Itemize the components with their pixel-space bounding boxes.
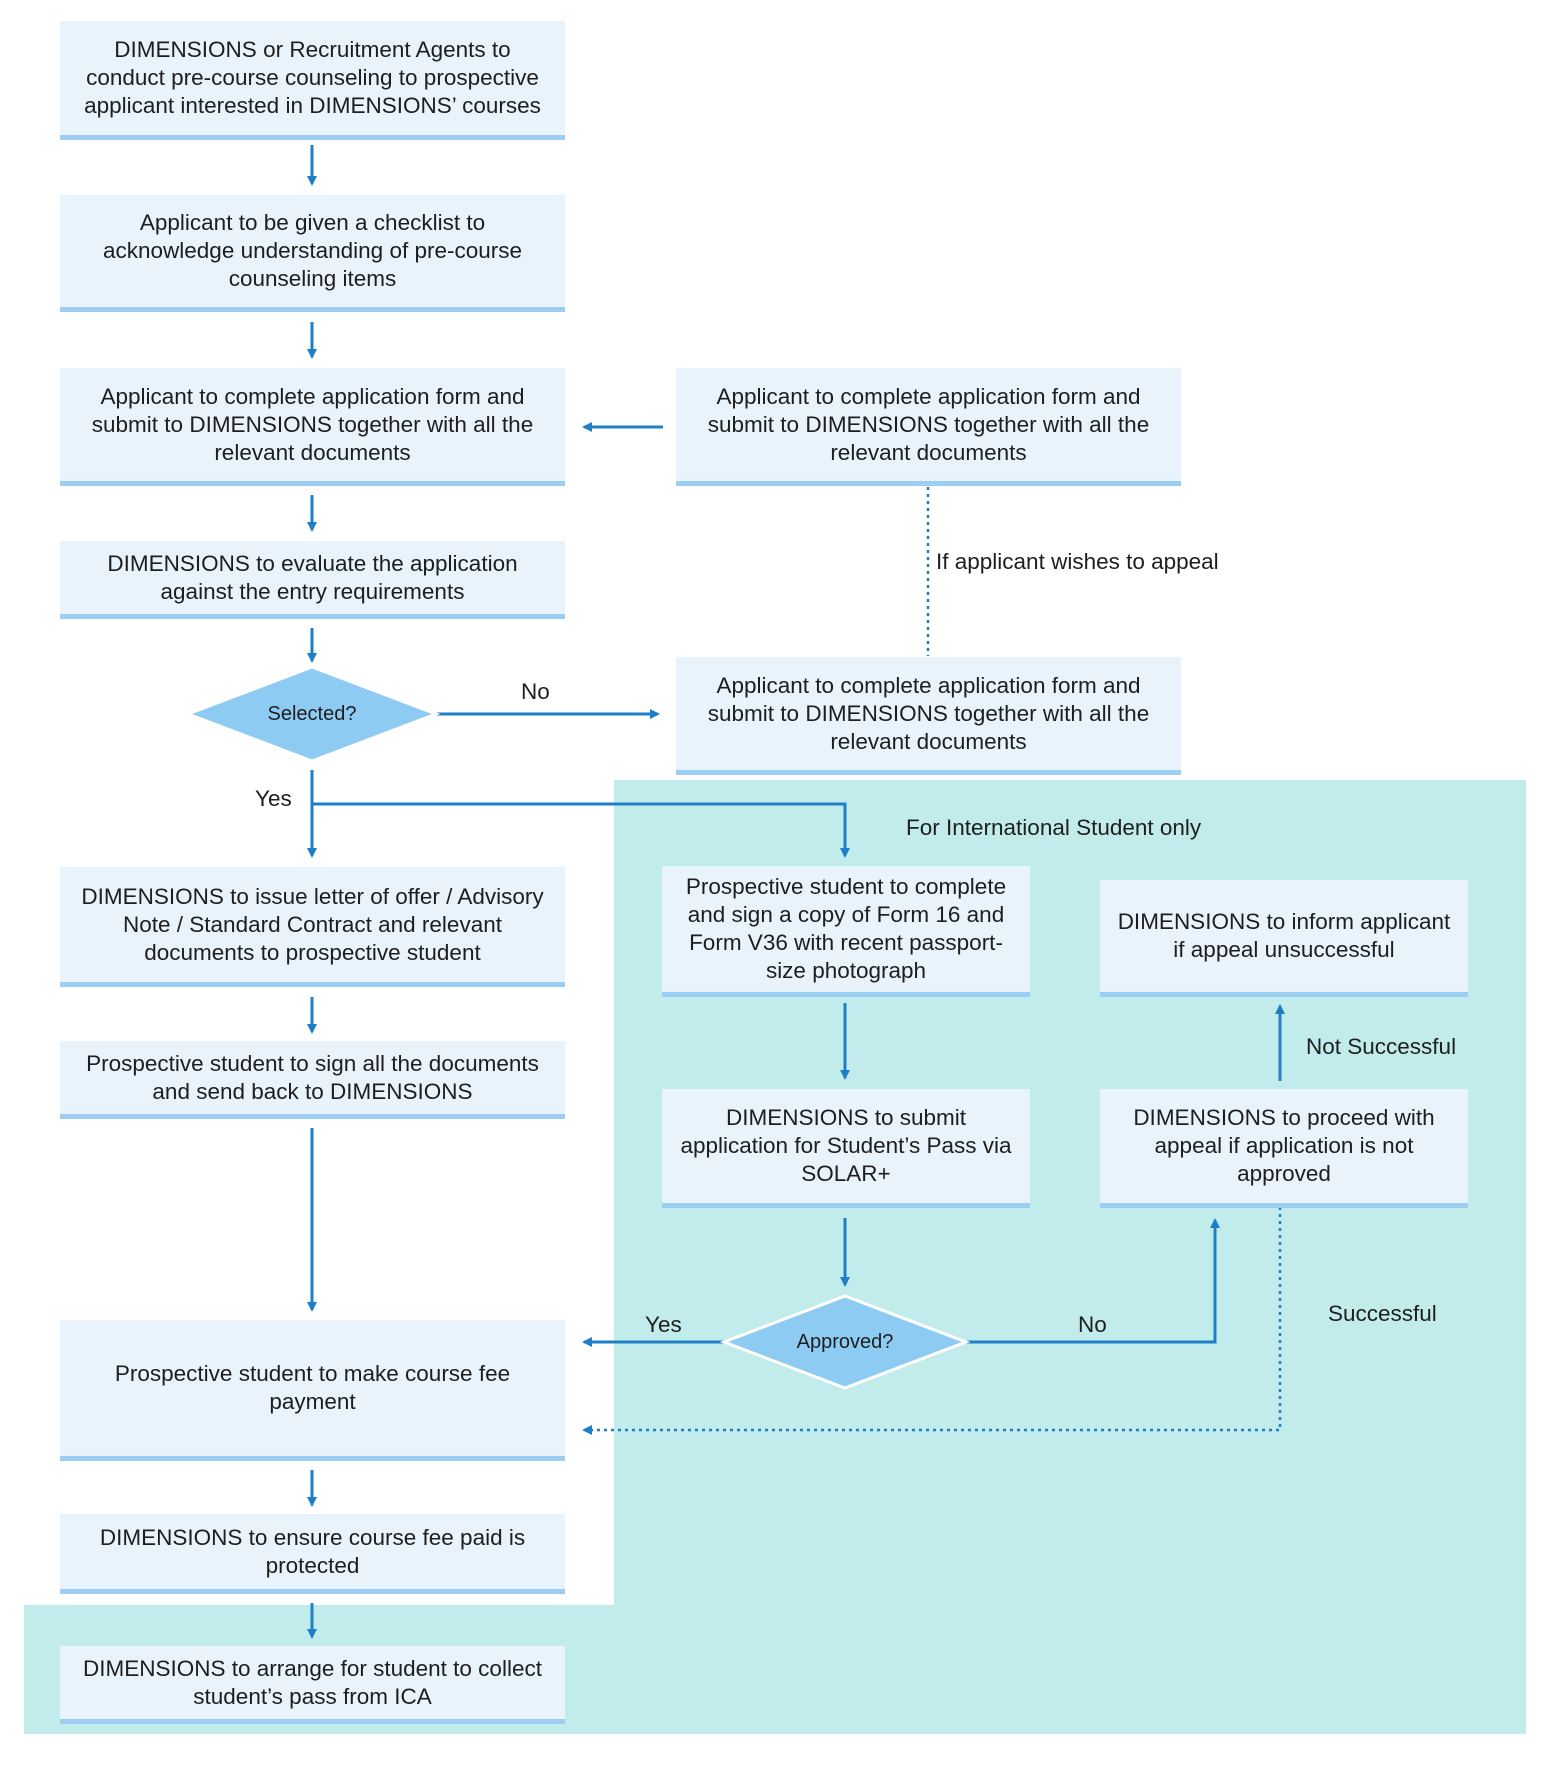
label-approved-no: No: [1078, 1312, 1107, 1337]
decision-approved-shape: [719, 1294, 971, 1390]
box-payment: Prospective student to make course fee p…: [60, 1320, 565, 1461]
box-submit-pass: DIMENSIONS to submit application for Stu…: [662, 1089, 1030, 1208]
box-protect-fee: DIMENSIONS to ensure course fee paid is …: [60, 1514, 565, 1594]
decision-selected-label: Selected?: [267, 703, 357, 725]
box-sign-documents: Prospective student to sign all the docu…: [60, 1041, 565, 1119]
box-payment-text: Prospective student to make course fee p…: [114, 1361, 511, 1414]
box-not-selected: Applicant to complete application form a…: [676, 657, 1181, 775]
arrow-yes-to-international: [312, 802, 850, 858]
arrow-successful-dotted: [582, 1207, 1282, 1435]
box-form16-text: Prospective student to complete and sign…: [685, 874, 1007, 983]
box-sign-documents-text: Prospective student to sign all the docu…: [86, 1050, 539, 1104]
box-inform-text: DIMENSIONS to inform applicant if appeal…: [1117, 909, 1451, 962]
box-collect-pass: DIMENSIONS to arrange for student to col…: [60, 1646, 565, 1724]
box-evaluate-text: DIMENSIONS to evaluate the application a…: [107, 550, 518, 604]
box-proceed-appeal: DIMENSIONS to proceed with appeal if app…: [1100, 1089, 1468, 1208]
box-submit-pass-text: DIMENSIONS to submit application for Stu…: [680, 1105, 1012, 1186]
label-selected-yes: Yes: [255, 786, 292, 811]
box-precourse-counseling-text: DIMENSIONS or Recruitment Agents to cond…: [84, 37, 541, 118]
box-offer-text: DIMENSIONS to issue letter of offer / Ad…: [81, 883, 544, 965]
box-inform: DIMENSIONS to inform applicant if appeal…: [1100, 880, 1468, 997]
box-apply-appeal-text: Applicant to complete application form a…: [707, 383, 1150, 465]
decision-selected-shape: [183, 665, 441, 763]
box-checklist: Applicant to be given a checklist to ack…: [60, 195, 565, 312]
box-checklist-text: Applicant to be given a checklist to ack…: [102, 210, 523, 291]
label-successful: Successful: [1328, 1301, 1437, 1326]
box-offer: DIMENSIONS to issue letter of offer / Ad…: [60, 867, 565, 987]
box-form16: Prospective student to complete and sign…: [662, 866, 1030, 997]
box-precourse-counseling: DIMENSIONS or Recruitment Agents to cond…: [60, 21, 565, 140]
box-not-selected-text: Applicant to complete application form a…: [707, 672, 1150, 754]
decision-approved-label: Approved?: [796, 1331, 894, 1353]
box-apply-main-text: Applicant to complete application form a…: [91, 383, 534, 465]
label-selected-no: No: [521, 679, 550, 704]
arrow-approved-no: [966, 1218, 1220, 1344]
label-not-successful: Not Successful: [1306, 1034, 1457, 1059]
box-evaluate: DIMENSIONS to evaluate the application a…: [60, 541, 565, 619]
box-apply-main: Applicant to complete application form a…: [60, 368, 565, 486]
label-international: For International Student only: [906, 815, 1202, 840]
label-appeal-wish: If applicant wishes to appeal: [936, 549, 1219, 574]
box-apply-appeal: Applicant to complete application form a…: [676, 368, 1181, 486]
label-approved-yes: Yes: [645, 1312, 682, 1337]
box-protect-fee-text: DIMENSIONS to ensure course fee paid is …: [99, 1524, 526, 1578]
box-proceed-appeal-text: DIMENSIONS to proceed with appeal if app…: [1133, 1105, 1435, 1186]
box-collect-pass-text: DIMENSIONS to arrange for student to col…: [83, 1655, 542, 1709]
